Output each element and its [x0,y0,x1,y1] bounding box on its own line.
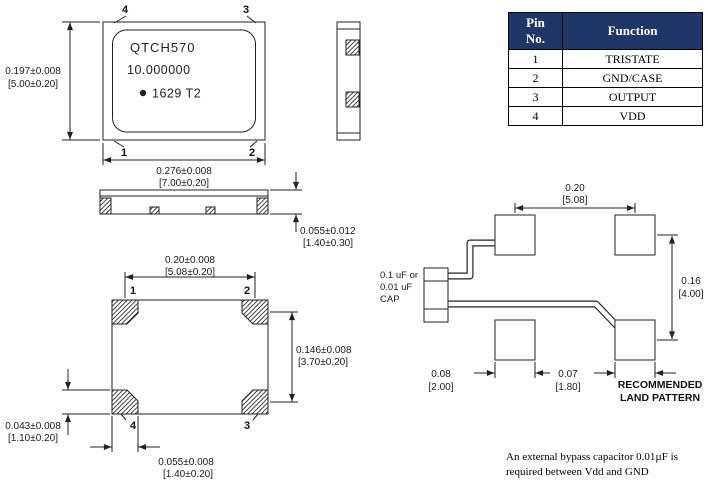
bottom-pad-3 [241,389,269,415]
dim-height-mm: [5.00±0.20] [8,79,58,90]
table-row: 3 OUTPUT [508,87,703,107]
trace-to-bottom-right-pad [446,301,620,329]
bottom-pad-2 [241,299,269,325]
bottom-view-pin-1: 1 [130,285,136,297]
top-view-pin-3: 3 [243,4,249,16]
pin-number-cell: 4 [508,106,563,126]
side-view-horizontal: 0.055±0.012 [1.40±0.30] [99,172,356,249]
dim-pad-width-in: 0.055±0.008 [158,457,214,468]
lp-dim-pitch-x-in: 0.20 [565,183,585,194]
dim-pad-height-in: 0.043±0.008 [5,421,61,432]
side-view-vertical [336,21,361,141]
marking-model: QTCH570 [130,40,196,55]
header-function: Function [562,12,703,50]
side-outline-horizontal [99,189,269,215]
trace-to-top-left-pad [446,240,497,279]
lp-dim-pad-right-mm: [1.80] [555,382,580,393]
land-pattern-traces [446,239,621,330]
dim-width-mm: [7.00±0.20] [159,178,209,189]
bottom-view-pin-4: 4 [130,420,137,432]
cap-label-line3: CAP [380,294,400,305]
lp-dim-pitch-x-mm: [5.08] [562,195,587,206]
land-pattern-title-line2: LAND PATTERN [620,392,700,404]
land-pattern: 0.1 uF or 0.01 uF CAP 0.20 [5.08] 0.16 [… [380,183,704,404]
pad-width-dimension [90,416,160,452]
bottom-outline [111,299,269,415]
lp-pitch-y-dimension [657,234,678,341]
dim-width-in: 0.276±0.008 [156,166,212,177]
table-row: 2 GND/CASE [508,68,703,88]
bottom-view-pin-leaders [120,413,259,421]
lp-dim-pitch-y-in: 0.16 [681,276,701,287]
dim-pitch-x-mm: [5.08±0.20] [165,267,215,278]
side-pad-lower [345,91,360,108]
pin-function-table: Pin No. Function 1 TRISTATE 2 GND/CASE 3… [508,12,703,126]
top-view-pin-leaders [113,15,258,148]
pin-function-cell: VDD [562,106,703,126]
pad-height-dimension [62,369,110,435]
height-dimension [62,21,100,141]
side-pad-mid-right [205,206,216,215]
lp-pitch-x-dimension [514,203,636,213]
top-view-pin-1: 1 [121,147,127,159]
land-pad-top-left [494,214,536,256]
lp-dim-pad-left-mm: [2.00] [428,382,453,393]
lp-dim-pitch-y-mm: [4.00] [678,289,703,300]
land-pad-bottom-left [494,319,536,361]
bottom-view-pin-3: 3 [244,420,250,432]
bottom-view: 1 2 4 3 0.20±0.008 [5.08±0.20] 0.146±0.0… [5,255,352,480]
pin-function-cell: GND/CASE [562,68,703,88]
pin1-dot-marking [139,89,147,97]
dim-pitch-y-in: 0.146±0.008 [296,345,352,356]
marking-datecode: 1629 T2 [152,87,201,101]
table-header-row: Pin No. Function [508,12,703,50]
bypass-capacitor-symbol [423,267,449,323]
dim-height-in: 0.197±0.008 [5,66,61,77]
lp-pad-right-width-dimension [594,362,676,378]
land-pad-top-right [614,214,656,256]
pin-number-cell: 2 [508,68,563,88]
cap-label-line2: 0.01 uF [380,282,412,293]
bypass-capacitor-note: An external bypass capacitor 0.01µF is r… [506,450,708,479]
land-pad-bottom-right [614,319,656,361]
package-lid-outline [112,29,256,133]
cap-label-line1: 0.1 uF or [380,270,418,281]
land-pattern-title-line1: RECOMMENDED [618,379,703,391]
pin-table: Pin No. Function 1 TRISTATE 2 GND/CASE 3… [508,12,703,126]
table-row: 1 TRISTATE [508,49,703,69]
header-pin-no: Pin No. [508,12,563,50]
note-line-1: An external bypass capacitor 0.01µF is [506,451,678,463]
bottom-pad-4 [111,389,139,415]
top-view: QTCH570 10.000000 1629 T2 4 3 1 2 0.197±… [5,4,266,189]
lp-dim-pad-left-in: 0.08 [431,369,451,380]
top-view-pin-4: 4 [122,4,129,16]
pad-pitch-x-dimension [124,272,256,298]
pin-function-cell: OUTPUT [562,87,703,107]
bottom-view-pin-2: 2 [244,285,250,297]
side-pad-upper [345,39,360,56]
pin-function-cell: TRISTATE [562,49,703,69]
pin-number-cell: 1 [508,49,563,69]
dim-pitch-y-mm: [3.70±0.20] [298,357,348,368]
bottom-pad-1 [111,299,139,325]
side-pad-right [256,197,269,215]
marking-frequency: 10.000000 [127,63,191,77]
pin-number-cell: 3 [508,87,563,107]
note-line-2: required between Vdd and GND [506,465,649,478]
side-pad-mid-left [149,206,160,215]
dim-pad-height-mm: [1.10±0.20] [8,433,58,444]
side-pad-left [99,197,112,215]
top-view-pin-2: 2 [249,147,255,159]
width-dimension [102,143,266,165]
dim-pad-width-mm: [1.40±0.20] [163,469,213,480]
pad-pitch-y-dimension [270,311,298,403]
lp-dim-pad-right-in: 0.07 [558,369,578,380]
table-row: 4 VDD [508,106,703,126]
dim-thickness-in: 0.055±0.012 [300,226,356,237]
lp-pad-left-width-dimension [474,362,550,378]
dim-pitch-x-in: 0.20±0.008 [165,255,215,266]
thickness-dimension [270,172,302,232]
dim-thickness-mm: [1.40±0.30] [303,238,353,249]
